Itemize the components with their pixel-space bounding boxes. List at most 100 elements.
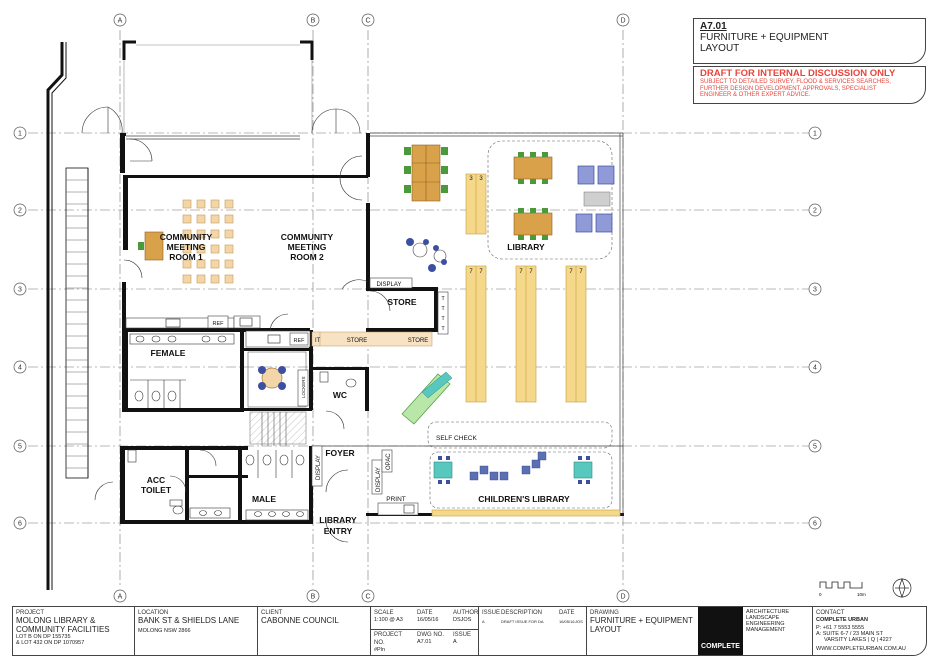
- drawing-title-line1: FURNITURE + EQUIPMENT: [700, 32, 829, 43]
- draft-line1: SUBJECT TO DETAILED SURVEY, FLOOD & SERV…: [700, 79, 891, 85]
- sink-icon-2: [239, 317, 253, 327]
- lockers: [297, 369, 309, 407]
- room-label-library-entry-l1: LIBRARY: [319, 515, 357, 525]
- stair-lines: [261, 412, 287, 446]
- footer-author-cell: AUTHOR DSJOS: [453, 609, 478, 623]
- footer-author: DSJOS: [453, 617, 472, 623]
- bookshelves: [431, 173, 621, 517]
- footer-meta-divider: [371, 629, 478, 630]
- sink-icon: [165, 318, 181, 328]
- footer-client: CLIENT CABONNE COUNCIL: [258, 607, 371, 655]
- scale-bar-end: 10m: [857, 592, 866, 597]
- male-toilet-fixtures: [189, 450, 309, 521]
- cafe-tables: [406, 238, 447, 272]
- footer-project-l1: MOLONG LIBRARY &: [16, 616, 96, 625]
- footer-website[interactable]: WWW.COMPLETEURBAN.COM.AU: [816, 646, 906, 652]
- grid-col-a-top: A: [118, 18, 123, 25]
- scale-bar: [819, 581, 863, 589]
- footer-location-l1: BANK ST & SHIELDS LANE: [138, 616, 240, 625]
- display-box-top: [369, 277, 413, 289]
- footer-location-l2: MOLONG NSW 2866: [138, 627, 191, 634]
- footer-contact-name: COMPLETE URBAN: [816, 617, 868, 623]
- glazing: [126, 132, 624, 516]
- acc-toilet-fixtures: [127, 449, 184, 515]
- footer-drawing-l2: LAYOUT: [590, 624, 622, 634]
- label-lockers: LOCKERS: [301, 376, 306, 398]
- footer-project-label: PROJECT: [16, 610, 45, 616]
- grid-row-4-left: 4: [18, 365, 22, 372]
- presentation-table: [144, 231, 164, 261]
- t-shelf-label-1: T: [441, 296, 445, 302]
- round-meeting-table: [247, 351, 307, 408]
- grid-row-6-right: 6: [813, 521, 817, 528]
- footer-disc-l1: ARCHITECTURE: [746, 609, 790, 615]
- opac-box: [381, 449, 393, 473]
- footer-scale-cell: SCALE 1:100 @ A3: [374, 609, 410, 623]
- shelf-label-3a: 3: [469, 176, 473, 182]
- room-label-acc-l1: ACC: [147, 475, 165, 485]
- shelf-label-7b: 7: [479, 269, 483, 275]
- grid-col-c-top: C: [365, 18, 370, 25]
- footer-contact-addr2: VARSITY LAKES | Q | 4227: [824, 637, 892, 643]
- footer-project-l3: LOT B ON DP 155735: [16, 634, 71, 640]
- footer-drawing-l1: FURNITURE + EQUIPMENT: [590, 616, 693, 625]
- grid-col-b-bottom: B: [311, 594, 316, 601]
- footer-disc-l2: LANDSCAPE: [746, 615, 780, 621]
- room-label-store: STORE: [387, 297, 416, 307]
- grid-row-5-right: 5: [813, 444, 817, 451]
- room-label-acc-l2: TOILET: [141, 485, 172, 495]
- grid-row-3-left: 3: [18, 287, 22, 294]
- room-label-meeting1-l1: COMMUNITY: [160, 232, 213, 242]
- label-store-b: STORE: [408, 338, 429, 344]
- room-label-wc: WC: [333, 390, 347, 400]
- drawing-title-line2: LAYOUT: [700, 43, 740, 54]
- room-label-meeting2-l3: ROOM 2: [290, 252, 324, 262]
- footer-scale: 1:100 @ A3: [374, 617, 403, 623]
- footer-issue-row-date: 16/05/16: [559, 619, 575, 624]
- grid-col-d-top: D: [620, 18, 625, 25]
- printer: [403, 504, 415, 514]
- label-display-west: DISPLAY: [316, 455, 322, 480]
- footer-disc-l3: ENGINEERING: [746, 621, 785, 627]
- fridge-1: [207, 315, 229, 329]
- grid-row-5-left: 5: [18, 444, 22, 451]
- childrens-zone: [429, 451, 613, 509]
- footer-issue: A: [453, 639, 457, 645]
- footer-project-l4: & LOT 432 ON DP 1070957: [16, 640, 85, 646]
- t-shelving: [437, 291, 449, 335]
- footer-contact: CONTACT COMPLETE URBAN P: +61 7 5553 555…: [813, 607, 926, 655]
- label-self-check: SELF CHECK: [436, 435, 477, 442]
- footer-disc-l4: MANAGEMENT: [746, 627, 786, 633]
- t-shelf-label-3: T: [441, 316, 445, 322]
- study-chairs: [404, 147, 448, 193]
- label-opac: OPAC: [386, 453, 392, 470]
- coffee-table: [583, 191, 611, 207]
- footer-issue-label: ISSUE: [453, 632, 472, 638]
- grid-col-d-bottom: D: [620, 594, 625, 601]
- company-logo-text: COMPLETE: [701, 643, 740, 650]
- t-shelf-label-4: T: [441, 326, 445, 332]
- wc-fixtures: [319, 371, 357, 388]
- footer-contact-phone: +61 7 5553 5555: [822, 625, 865, 631]
- footer-project: PROJECT MOLONG LIBRARY & COMMUNITY FACIL…: [13, 607, 135, 655]
- shelf-label-7e: 7: [569, 269, 573, 275]
- label-store-a: STORE: [347, 338, 368, 344]
- footer-contact-p: P:: [816, 625, 822, 631]
- footer-scale-label: SCALE: [374, 610, 394, 616]
- footer-drawing-label: DRAWING: [590, 610, 619, 616]
- childrens-chairs: [438, 456, 590, 484]
- footer-location: LOCATION BANK ST & SHIELDS LANE MOLONG N…: [135, 607, 258, 655]
- study-tables: [411, 144, 441, 202]
- room-label-male: MALE: [252, 494, 276, 504]
- store-band: [311, 331, 433, 347]
- services-duct: [249, 411, 307, 445]
- title-block-footer: PROJECT MOLONG LIBRARY & COMMUNITY FACIL…: [12, 606, 927, 656]
- footer-contact-label: CONTACT: [816, 610, 845, 616]
- draft-line2: FURTHER DESIGN DEVELOPMENT, APPROVALS, S…: [700, 85, 877, 92]
- footer-date-label: DATE: [417, 610, 433, 616]
- footer-date: 16/05/16: [417, 617, 439, 623]
- footer-date-cell: DATE 16/05/16: [417, 609, 447, 623]
- north-arrow-icon: [892, 577, 912, 599]
